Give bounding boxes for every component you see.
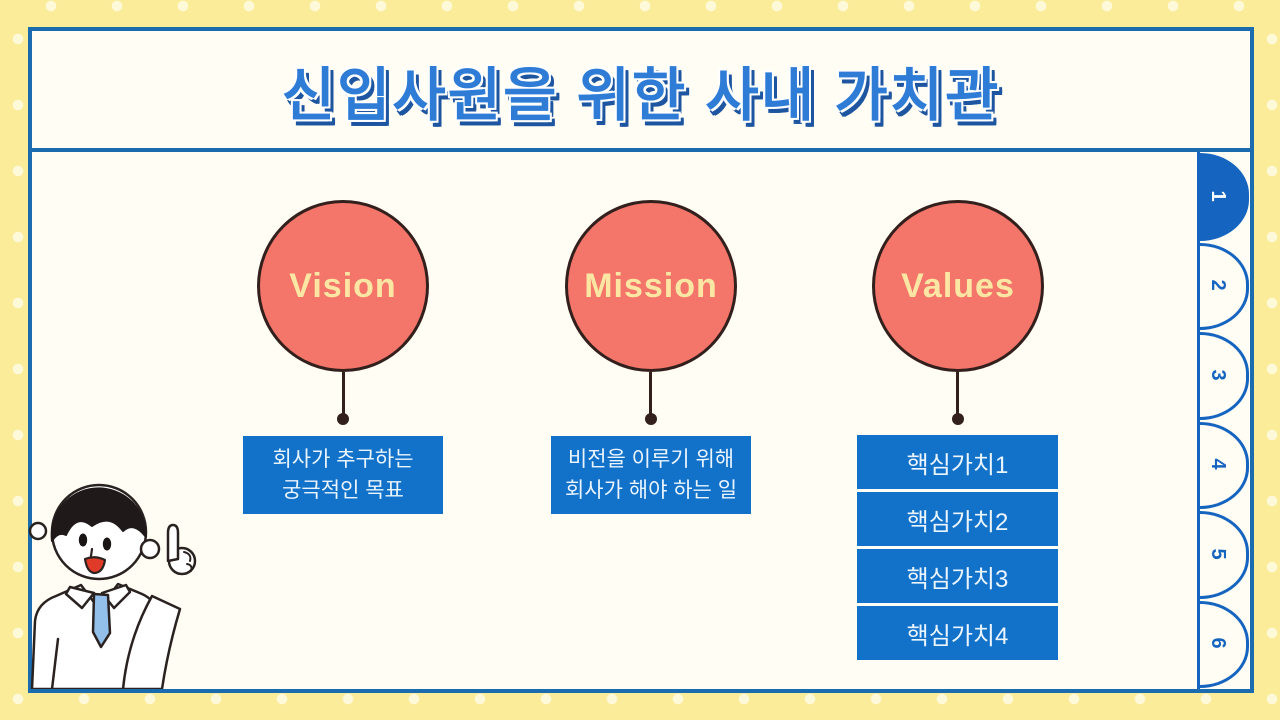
side-tab-4[interactable]: 4 bbox=[1200, 421, 1250, 511]
core-value-box-2: 핵심가치2 bbox=[857, 492, 1058, 546]
mission-stick-dot bbox=[645, 413, 657, 425]
core-value-label-3: 핵심가치3 bbox=[906, 565, 1009, 593]
slide-card: 신입사원을 위한 사내 가치관 Vision 회사가 추구하는 궁극적인 목표 … bbox=[28, 27, 1254, 693]
core-value-box-1: 핵심가치1 bbox=[857, 435, 1058, 489]
mascot-fist-curls bbox=[183, 551, 193, 572]
mascot-tie bbox=[91, 592, 112, 649]
mascot-collar-left bbox=[64, 585, 96, 610]
mascot-hair bbox=[50, 487, 147, 542]
mascot-eye-left bbox=[78, 533, 88, 547]
mission-circle-label: Mission bbox=[584, 266, 718, 305]
mascot-ear-right bbox=[139, 538, 161, 560]
values-circle: Values bbox=[872, 200, 1044, 372]
mascot-man-pointing-illustration bbox=[28, 483, 197, 689]
values-stick-dot bbox=[952, 413, 964, 425]
slide-header: 신입사원을 위한 사내 가치관 bbox=[32, 31, 1250, 152]
values-circle-label: Values bbox=[901, 266, 1015, 305]
side-tab-2[interactable]: 2 bbox=[1200, 242, 1250, 332]
mascot-sleeve bbox=[121, 594, 182, 689]
vision-description-line-2: 궁극적인 목표 bbox=[282, 479, 404, 502]
mascot-mouth bbox=[83, 556, 107, 575]
mascot-collar-right bbox=[100, 583, 132, 610]
side-tab-1-number: 1 bbox=[1207, 190, 1230, 202]
side-tab-6[interactable]: 6 bbox=[1200, 600, 1250, 690]
side-tab-6-number: 6 bbox=[1207, 637, 1230, 649]
mission-description-box: 비전을 이루기 위해 회사가 해야 하는 일 bbox=[551, 436, 751, 514]
mission-description-line-1: 비전을 이루기 위해 bbox=[567, 447, 735, 471]
side-tab-4-number: 4 bbox=[1207, 458, 1230, 470]
core-value-label-4: 핵심가치4 bbox=[906, 622, 1009, 650]
vision-stick bbox=[342, 372, 345, 414]
core-value-box-3: 핵심가치3 bbox=[857, 549, 1058, 603]
side-tab-1[interactable]: 1 bbox=[1200, 152, 1250, 242]
mission-stick bbox=[649, 372, 652, 414]
vision-circle: Vision bbox=[257, 200, 429, 372]
mascot-eye-right bbox=[102, 537, 112, 551]
mission-description-line-2: 회사가 해야 하는 일 bbox=[564, 479, 738, 502]
side-tab-3-number: 3 bbox=[1207, 369, 1230, 381]
side-tab-5[interactable]: 5 bbox=[1200, 510, 1250, 600]
vision-circle-label: Vision bbox=[289, 266, 397, 305]
values-stick bbox=[956, 372, 959, 414]
mission-circle: Mission bbox=[565, 200, 737, 372]
slide-title: 신입사원을 위한 사내 가치관 bbox=[281, 62, 1001, 128]
mascot-nose bbox=[89, 547, 94, 558]
side-tab-rail: 1 2 3 4 5 6 bbox=[1197, 152, 1250, 689]
mascot-arm-seam bbox=[50, 637, 60, 689]
vision-description-box: 회사가 추구하는 궁극적인 목표 bbox=[243, 436, 443, 514]
side-tab-3[interactable]: 3 bbox=[1200, 331, 1250, 421]
vision-stick-dot bbox=[337, 413, 349, 425]
mascot-finger bbox=[166, 523, 180, 563]
core-value-box-4: 핵심가치4 bbox=[857, 606, 1058, 660]
core-value-label-2: 핵심가치2 bbox=[906, 508, 1009, 536]
side-tab-5-number: 5 bbox=[1207, 548, 1230, 560]
core-value-label-1: 핵심가치1 bbox=[906, 451, 1009, 479]
vision-description-line-1: 회사가 추구하는 bbox=[272, 447, 414, 471]
side-tab-2-number: 2 bbox=[1207, 279, 1230, 291]
mascot-ear-left bbox=[28, 521, 48, 541]
